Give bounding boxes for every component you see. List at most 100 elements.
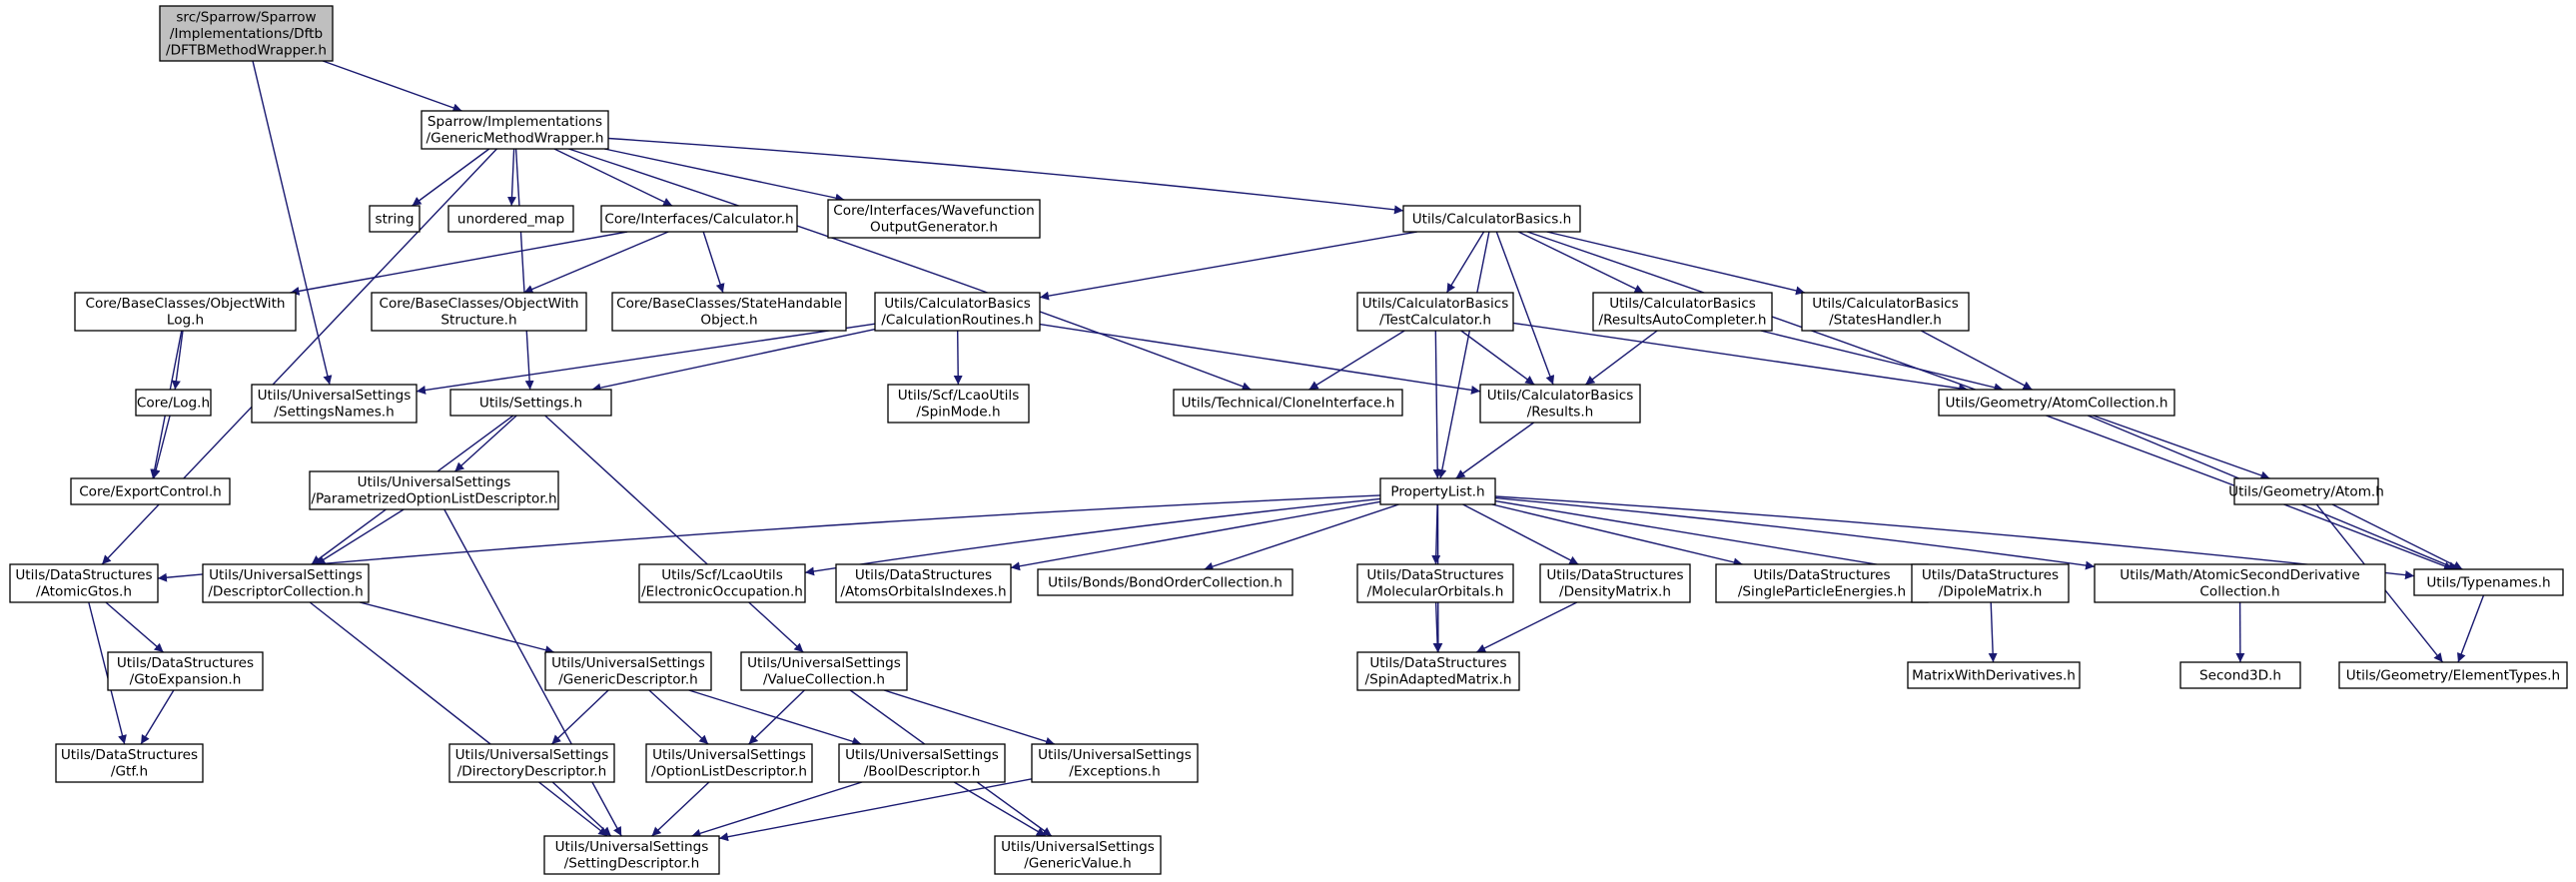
node-proplist[interactable]: PropertyList.h bbox=[1379, 477, 1496, 505]
node-exceptions[interactable]: Utils/UniversalSettings/Exceptions.h bbox=[1031, 743, 1199, 783]
node-box bbox=[600, 205, 798, 233]
node-wavefunction[interactable]: Core/Interfaces/WavefunctionOutputGenera… bbox=[827, 199, 1041, 239]
node-label-line: Utils/Typenames.h bbox=[2426, 574, 2550, 590]
node-optlistdesc[interactable]: Utils/UniversalSettings/OptionListDescri… bbox=[645, 743, 813, 783]
node-box bbox=[447, 205, 574, 233]
node-box bbox=[1402, 205, 1581, 233]
edge-results-to-proplist bbox=[1455, 422, 1535, 479]
edge-gmw-to-cloneif bbox=[568, 148, 1252, 392]
node-singlepart[interactable]: Utils/DataStructures/SingleParticleEnerg… bbox=[1715, 563, 1929, 603]
node-typenames[interactable]: Utils/Typenames.h bbox=[2413, 568, 2564, 596]
node-cloneif[interactable]: Utils/Technical/CloneInterface.h bbox=[1173, 389, 1403, 417]
node-root[interactable]: src/Sparrow/Sparrow/Implementations/Dftb… bbox=[159, 5, 334, 62]
node-label-line: /DipoleMatrix.h bbox=[1939, 584, 2043, 600]
node-label-line: Utils/UniversalSettings bbox=[652, 747, 806, 763]
node-paramoptdesc[interactable]: Utils/UniversalSettings/ParametrizedOpti… bbox=[309, 470, 559, 510]
edge-calculator-to-objwithstruct bbox=[523, 231, 669, 294]
node-label-line: /ValueCollection.h bbox=[763, 672, 885, 688]
edge-calculator-to-statehandable bbox=[702, 231, 725, 294]
node-box bbox=[1173, 389, 1403, 417]
node-atomorbidx[interactable]: Utils/DataStructures/AtomsOrbitalsIndexe… bbox=[835, 563, 1012, 603]
node-second3d[interactable]: Second3D.h bbox=[2179, 661, 2301, 689]
edge-proplist-to-atomicgtos bbox=[157, 494, 1381, 582]
node-atomicgtos[interactable]: Utils/DataStructures/AtomicGtos.h bbox=[9, 563, 159, 603]
edge-gendesc-to-dirdesc bbox=[550, 689, 609, 745]
node-box bbox=[2338, 661, 2568, 689]
node-label-line: Utils/UniversalSettings bbox=[358, 474, 511, 490]
edge-corelog-to-exportctl bbox=[151, 415, 171, 479]
node-booldesc[interactable]: Utils/UniversalSettings/BoolDescriptor.h bbox=[838, 743, 1006, 783]
edge-calcbasics-to-stateshandler bbox=[1546, 231, 1806, 296]
node-elementtypes[interactable]: Utils/Geometry/ElementTypes.h bbox=[2338, 661, 2568, 689]
edge-booldesc-to-settingdesc bbox=[691, 781, 863, 838]
node-gmw[interactable]: Sparrow/Implementations/GenericMethodWra… bbox=[421, 110, 609, 150]
node-matrixwithderiv[interactable]: MatrixWithDerivatives.h bbox=[1907, 661, 2081, 689]
edge-gmw-to-calcbasics bbox=[607, 137, 1404, 215]
node-corelog[interactable]: Core/Log.h bbox=[135, 389, 212, 417]
node-label-line: /SettingsNames.h bbox=[274, 405, 394, 421]
node-atomcoll[interactable]: Utils/Geometry/AtomCollection.h bbox=[1938, 389, 2175, 417]
node-box bbox=[827, 199, 1041, 239]
node-spinadapted[interactable]: Utils/DataStructures/SpinAdaptedMatrix.h bbox=[1356, 651, 1520, 691]
node-molorb[interactable]: Utils/DataStructures/MolecularOrbitals.h bbox=[1356, 563, 1514, 603]
node-box bbox=[1356, 292, 1514, 332]
edge-testcalc-to-results bbox=[1460, 330, 1535, 386]
node-settingsnames[interactable]: Utils/UniversalSettings/SettingsNames.h bbox=[251, 384, 418, 424]
node-label-line: /StatesHandler.h bbox=[1829, 313, 1942, 329]
edge-proplist-to-elecocc bbox=[804, 497, 1381, 576]
node-box bbox=[1907, 661, 2081, 689]
node-box bbox=[1801, 292, 1970, 332]
edge-gmw-to-wavefunction bbox=[603, 148, 845, 203]
edge-gmw-to-atomicgtos bbox=[101, 148, 497, 565]
node-label-line: Utils/UniversalSettings bbox=[258, 388, 412, 404]
node-box bbox=[55, 743, 204, 783]
node-box bbox=[1356, 563, 1514, 603]
node-calculator[interactable]: Core/Interfaces/Calculator.h bbox=[600, 205, 798, 233]
edge-testcalc-to-proplist bbox=[1432, 330, 1442, 479]
node-valuecoll[interactable]: Utils/UniversalSettings/ValueCollection.… bbox=[740, 651, 908, 691]
node-stateshandler[interactable]: Utils/CalculatorBasics/StatesHandler.h bbox=[1801, 292, 1970, 332]
node-box bbox=[449, 389, 612, 417]
node-calcbasics[interactable]: Utils/CalculatorBasics.h bbox=[1402, 205, 1581, 233]
node-settings[interactable]: Utils/Settings.h bbox=[449, 389, 612, 417]
edge-valuecoll-to-exceptions bbox=[883, 689, 1056, 746]
node-box bbox=[2094, 563, 2386, 603]
node-label-line: MatrixWithDerivatives.h bbox=[1912, 667, 2076, 683]
node-atom[interactable]: Utils/Geometry/Atom.h bbox=[2228, 477, 2384, 505]
node-string[interactable]: string bbox=[369, 205, 421, 233]
node-elecocc[interactable]: Utils/Scf/LcaoUtils/ElectronicOccupation… bbox=[638, 563, 806, 603]
node-label-line: Utils/DataStructures bbox=[1369, 655, 1506, 671]
node-dipole[interactable]: Utils/DataStructures/DipoleMatrix.h bbox=[1911, 563, 2070, 603]
node-dirdesc[interactable]: Utils/UniversalSettings/DirectoryDescrip… bbox=[448, 743, 615, 783]
node-genericvalue[interactable]: Utils/UniversalSettings/GenericValue.h bbox=[994, 835, 1162, 875]
node-calcroutines[interactable]: Utils/CalculatorBasics/CalculationRoutin… bbox=[874, 292, 1041, 332]
edge-molorb-to-spinadapted bbox=[1432, 601, 1442, 653]
node-label-line: /SingleParticleEnergies.h bbox=[1738, 584, 1906, 600]
edge-root-to-gmw bbox=[322, 60, 462, 113]
node-settingdesc[interactable]: Utils/UniversalSettings/SettingDescripto… bbox=[543, 835, 720, 875]
node-results[interactable]: Utils/CalculatorBasics/Results.h bbox=[1479, 384, 1641, 424]
node-label-line: Core/Interfaces/Wavefunction bbox=[833, 203, 1034, 219]
node-label-line: Utils/UniversalSettings bbox=[455, 747, 609, 763]
node-label-line: Utils/Technical/CloneInterface.h bbox=[1182, 395, 1395, 411]
node-gtoexp[interactable]: Utils/DataStructures/GtoExpansion.h bbox=[107, 651, 264, 691]
node-atomicsecond[interactable]: Utils/Math/AtomicSecondDerivativeCollect… bbox=[2094, 563, 2386, 603]
node-testcalc[interactable]: Utils/CalculatorBasics/TestCalculator.h bbox=[1356, 292, 1514, 332]
node-unordered_map[interactable]: unordered_map bbox=[447, 205, 574, 233]
node-gendesc[interactable]: Utils/UniversalSettings/GenericDescripto… bbox=[544, 651, 712, 691]
node-bondorder[interactable]: Utils/Bonds/BondOrderCollection.h bbox=[1037, 568, 1293, 596]
node-desccoll[interactable]: Utils/UniversalSettings/DescriptorCollec… bbox=[202, 563, 370, 603]
edges-layer bbox=[88, 60, 2485, 842]
node-label-line: /TestCalculator.h bbox=[1379, 313, 1491, 329]
node-resautocomp[interactable]: Utils/CalculatorBasics/ResultsAutoComple… bbox=[1592, 292, 1773, 332]
node-exportctl[interactable]: Core/ExportControl.h bbox=[70, 477, 231, 505]
node-label-line: Utils/CalculatorBasics bbox=[884, 296, 1031, 312]
edge-calcbasics-to-resautocomp bbox=[1517, 231, 1644, 294]
node-spinmode[interactable]: Utils/Scf/LcaoUtils/SpinMode.h bbox=[887, 384, 1030, 424]
node-densmat[interactable]: Utils/DataStructures/DensityMatrix.h bbox=[1539, 563, 1691, 603]
node-gtf[interactable]: Utils/DataStructures/Gtf.h bbox=[55, 743, 204, 783]
edge-calcroutines-to-spinmode bbox=[953, 330, 963, 386]
